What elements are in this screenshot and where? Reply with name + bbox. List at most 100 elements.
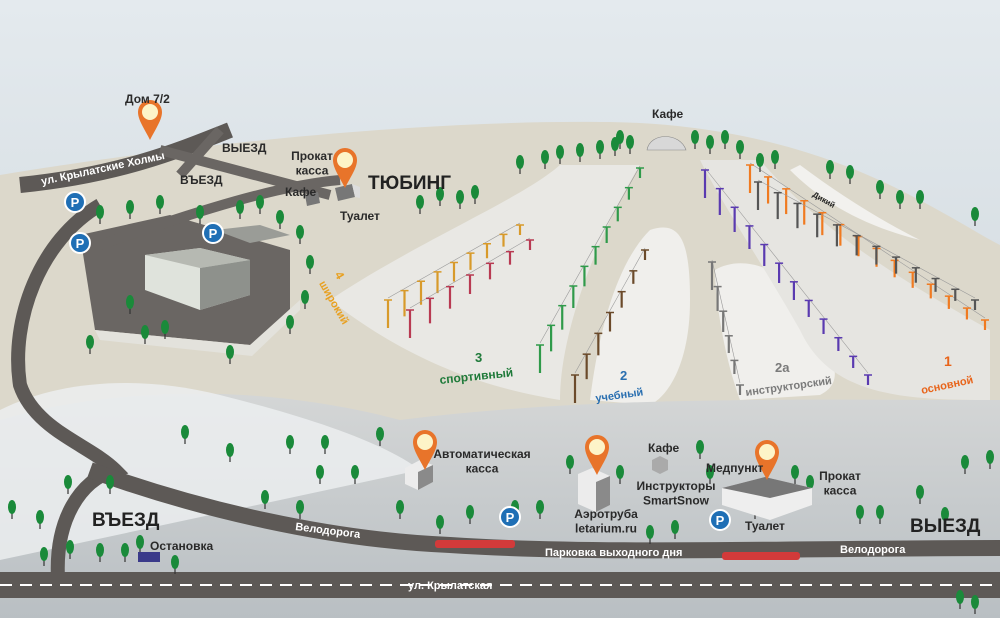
main-building bbox=[145, 225, 290, 310]
tree-icon bbox=[876, 180, 884, 199]
tree-icon bbox=[626, 135, 634, 154]
tree-icon bbox=[736, 140, 744, 159]
tree-icon bbox=[986, 450, 994, 469]
tree-icon bbox=[721, 130, 729, 149]
toilet-top-label: Туалет bbox=[340, 209, 380, 223]
tree-icon bbox=[301, 290, 309, 309]
street-bottom-label: ул. Крылатская bbox=[408, 580, 492, 592]
tree-icon bbox=[956, 590, 964, 609]
cafe-label: Кафе bbox=[648, 441, 679, 455]
tree-icon bbox=[706, 135, 714, 154]
road-entry bbox=[98, 175, 341, 250]
parking-letter: P bbox=[506, 510, 515, 525]
tubing-hut bbox=[335, 184, 360, 201]
tree-icon bbox=[616, 465, 624, 484]
tree-icon bbox=[136, 535, 144, 554]
exit-top-label: ВЫЕЗД bbox=[222, 141, 267, 155]
tree-icon bbox=[456, 190, 464, 209]
tree-icon bbox=[126, 200, 134, 219]
tree-icon bbox=[876, 505, 884, 524]
tree-icon bbox=[706, 465, 714, 484]
slope-area bbox=[590, 227, 690, 405]
location-pin-icon[interactable] bbox=[585, 435, 609, 475]
slope-area bbox=[700, 160, 990, 400]
parking-icon[interactable]: P bbox=[64, 191, 86, 213]
toilet-label: Туалет bbox=[745, 519, 785, 533]
tree-icon bbox=[416, 195, 424, 214]
parking-letter: P bbox=[76, 236, 85, 251]
tree-icon bbox=[296, 225, 304, 244]
bike-road-right-label: Велодорога bbox=[840, 544, 906, 556]
parking-icon[interactable]: P bbox=[202, 222, 224, 244]
location-pin-icon[interactable] bbox=[333, 148, 357, 188]
parking-icon[interactable]: P bbox=[709, 509, 731, 531]
parking-letter: P bbox=[716, 513, 725, 528]
tree-icon bbox=[351, 465, 359, 484]
location-pin-icon[interactable] bbox=[755, 440, 779, 480]
tree-icon bbox=[916, 190, 924, 209]
tree-icon bbox=[86, 335, 94, 354]
aerotube-building bbox=[578, 468, 610, 512]
ski-lift bbox=[701, 167, 872, 385]
ski-lift bbox=[746, 162, 989, 330]
parking-icon[interactable]: P bbox=[69, 232, 91, 254]
tree-icon bbox=[471, 185, 479, 204]
foreground-hill bbox=[0, 383, 420, 560]
tree-icon bbox=[436, 515, 444, 534]
tree-icon bbox=[226, 345, 234, 364]
tree-icon bbox=[96, 543, 104, 562]
tree-icon bbox=[126, 295, 134, 314]
ski-lift bbox=[754, 179, 979, 310]
cafe-top-hut bbox=[305, 192, 320, 206]
ski-lift bbox=[536, 165, 644, 373]
tree-icon bbox=[8, 500, 16, 519]
cars-left bbox=[435, 540, 515, 548]
parking-letter: P bbox=[71, 195, 80, 210]
slope-area bbox=[330, 165, 640, 400]
tree-icon bbox=[40, 547, 48, 566]
tree-icon bbox=[396, 500, 404, 519]
tree-icon bbox=[256, 195, 264, 214]
house-label: Дом 7/2 bbox=[125, 92, 170, 106]
tree-icon bbox=[576, 143, 584, 162]
tree-icon bbox=[276, 210, 284, 229]
ski-lift bbox=[571, 247, 649, 403]
tree-icon bbox=[121, 543, 129, 562]
tree-icon bbox=[296, 500, 304, 519]
parking-icon[interactable]: P bbox=[499, 506, 521, 528]
tree-icon bbox=[556, 145, 564, 164]
location-pin-icon[interactable] bbox=[413, 430, 437, 470]
cars-right bbox=[722, 552, 800, 560]
tree-icon bbox=[941, 507, 949, 526]
tree-icon bbox=[536, 500, 544, 519]
parking-letter: P bbox=[209, 226, 218, 241]
medpunkt-label: Медпункт bbox=[706, 461, 763, 475]
tree-icon bbox=[616, 130, 624, 149]
location-pin-icon[interactable] bbox=[138, 100, 162, 140]
tree-icon bbox=[36, 510, 44, 529]
tree-icon bbox=[181, 425, 189, 444]
tree-icon bbox=[896, 190, 904, 209]
ski-lift bbox=[384, 222, 524, 328]
tree-icon bbox=[771, 150, 779, 169]
tree-icon bbox=[961, 455, 969, 474]
tree-icon bbox=[64, 475, 72, 494]
tree-icon bbox=[316, 465, 324, 484]
tree-icon bbox=[566, 455, 574, 474]
tree-icon bbox=[96, 205, 104, 224]
tree-icon bbox=[971, 207, 979, 226]
road-left-curve bbox=[11, 198, 129, 579]
cafe-building bbox=[652, 456, 668, 474]
summit-cafe-dome bbox=[646, 136, 687, 151]
ski-lift bbox=[406, 237, 534, 338]
tree-icon bbox=[286, 315, 294, 334]
tree-icon bbox=[791, 465, 799, 484]
tree-icon bbox=[696, 440, 704, 459]
tree-icon bbox=[541, 150, 549, 169]
tree-icon bbox=[226, 443, 234, 462]
